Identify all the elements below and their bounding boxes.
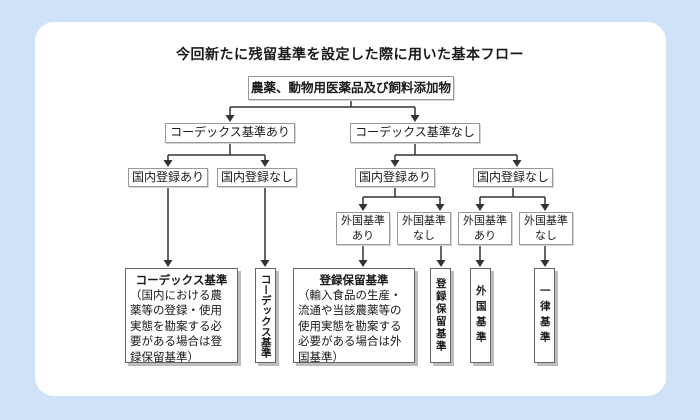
outcome-registration-withholding-detailed: 登録保留基準 （輸入食品の生産・流通や当該農薬等の使用実態を勘案する必要がある場… [293, 268, 415, 364]
outcome-registration-withholding-standard: 登録保留基準 [430, 268, 451, 363]
outcome-registration-body: （輸入食品の生産・流通や当該農薬等の使用実態を勘案する必要がある場合は外国基準） [298, 288, 402, 364]
outcome-foreign-standard: 外国基準 [470, 268, 491, 363]
outcome-codex-body: （国内における農薬等の登録・使用実態を勘案する必要がある場合は登録保留基準） [130, 288, 222, 364]
outcome-codex-standard: コーデックス基準 [255, 268, 276, 363]
node-codex-standard-none: コーデックス基準なし [350, 123, 480, 143]
arrowheads [163, 115, 550, 267]
outcome-codex-standard-detailed: コーデックス基準 （国内における農薬等の登録・使用実態を勘案する必要がある場合は… [125, 268, 238, 364]
connector-lines-outcomes [167, 187, 546, 261]
outcome-codex-title: コーデックス基準 [135, 273, 228, 287]
node-foreign-standard-exists-2: 外国基準あり [458, 212, 512, 245]
diagram-title: 今回新たに残留基準を設定した際に用いた基本フロー [176, 47, 524, 63]
connector-lines-level3 [362, 187, 546, 205]
node-codex-standard-exists: コーデックス基準あり [165, 123, 295, 143]
connector-lines-level2 [167, 143, 518, 161]
node-domestic-unregistered-left: 国内登録なし [217, 168, 297, 187]
connector-lines-level1 [229, 100, 416, 116]
node-pesticides-vet-drugs-feed-additives: 農薬、動物用医薬品及び飼料添加物 [248, 76, 454, 100]
node-foreign-standard-none-2: 外国基準なし [519, 212, 573, 245]
outcome-registration-title: 登録保留基準 [319, 273, 389, 287]
node-foreign-standard-none-1: 外国基準なし [397, 212, 451, 245]
node-domestic-unregistered-right: 国内登録なし [473, 168, 553, 187]
node-domestic-registered-right: 国内登録あり [355, 168, 435, 187]
outcome-uniform-standard: 一律基準 [534, 268, 555, 363]
node-domestic-registered-left: 国内登録あり [128, 168, 208, 187]
node-foreign-standard-exists-1: 外国基準あり [336, 212, 390, 245]
